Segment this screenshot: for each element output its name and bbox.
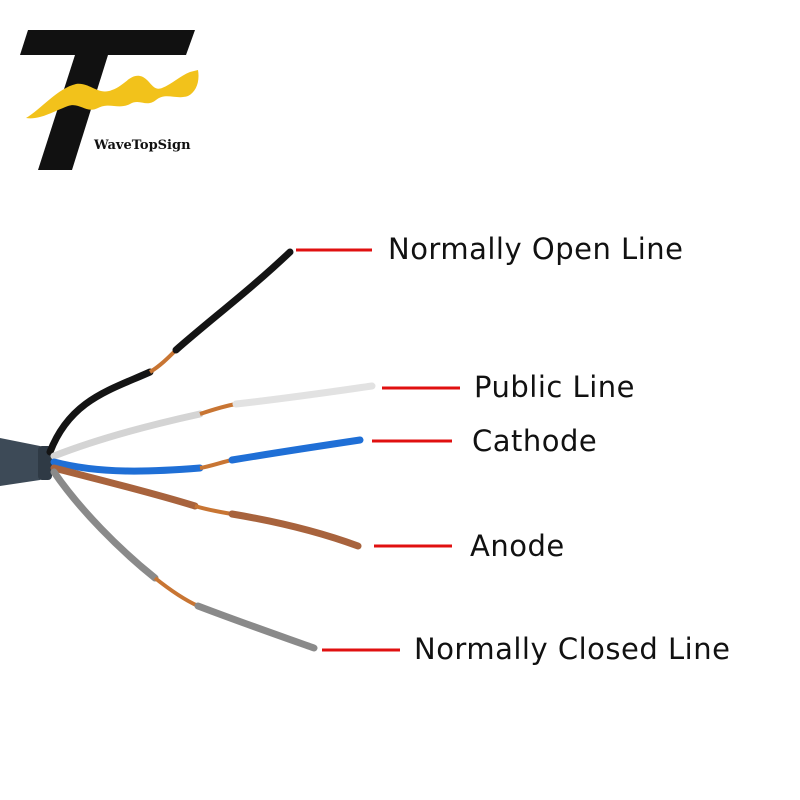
label-cathode: Cathode xyxy=(472,424,598,458)
brand-logo xyxy=(20,30,199,170)
logo-t-stem xyxy=(38,55,108,170)
label-normally-closed-line: Normally Closed Line xyxy=(414,632,731,666)
brand-name: WaveTopSign xyxy=(94,138,191,153)
logo-wave xyxy=(26,70,199,119)
wire-black xyxy=(46,248,294,456)
logo-t-bar xyxy=(20,30,195,55)
wire-gray xyxy=(50,468,318,652)
wire-brown xyxy=(50,464,362,550)
label-normally-open-line: Normally Open Line xyxy=(388,232,684,266)
label-anode: Anode xyxy=(470,529,565,563)
wire-blue xyxy=(50,436,364,475)
label-public-line: Public Line xyxy=(474,370,635,404)
wire-white xyxy=(50,382,376,460)
